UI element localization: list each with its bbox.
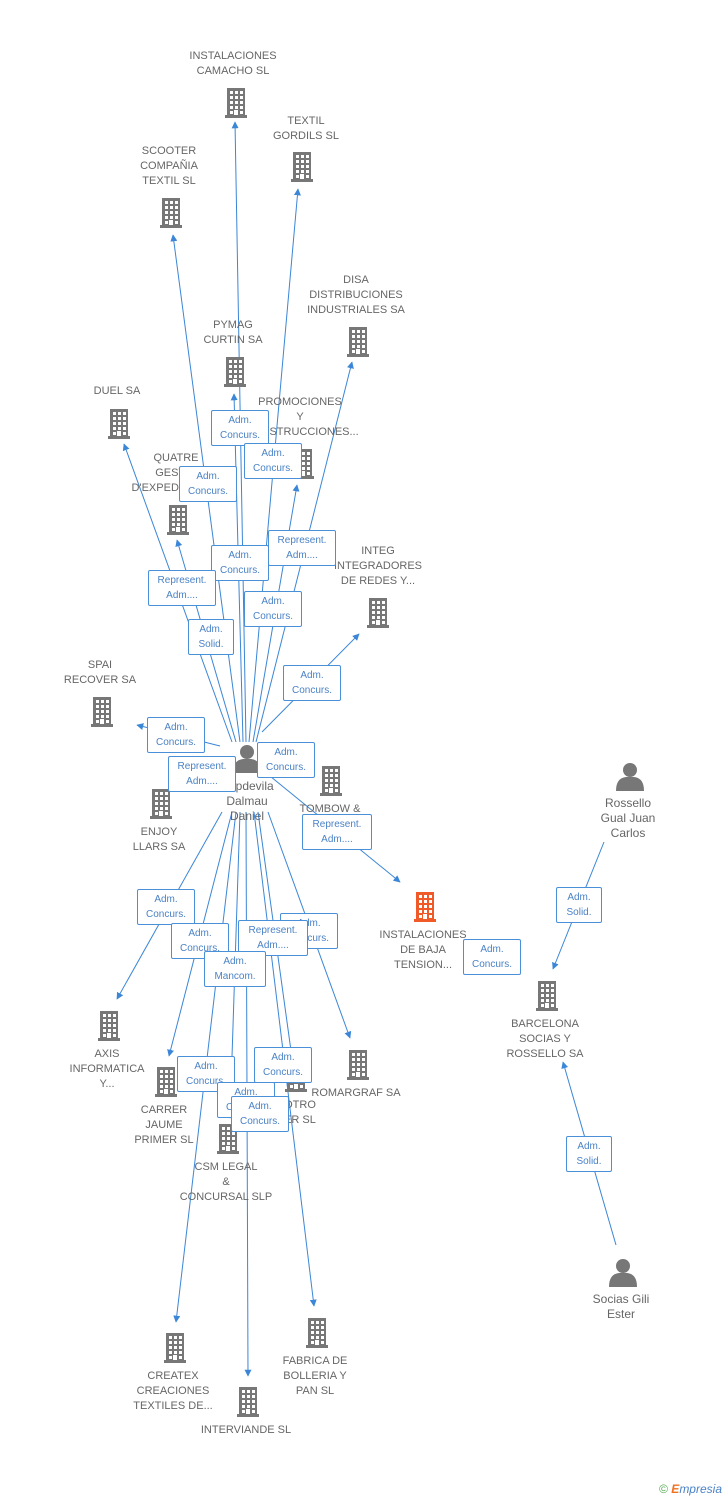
node-label-axis[interactable]: AXIS INFORMATICA Y... bbox=[69, 1048, 145, 1090]
node-label-romargraf[interactable]: ROMARGRAF SA bbox=[311, 1087, 401, 1099]
node-label-fabrica[interactable]: FABRICA DE BOLLERIA Y PAN SL bbox=[282, 1355, 348, 1397]
edge-role-label[interactable]: Adm. Concurs. bbox=[244, 443, 302, 479]
building-icon-barcelona[interactable] bbox=[536, 981, 558, 1011]
node-label-createx[interactable]: CREATEX CREACIONES TEXTILES DE... bbox=[133, 1370, 213, 1412]
building-icon-tombow[interactable] bbox=[320, 766, 342, 796]
edge-role-label[interactable]: Adm. Concurs. bbox=[283, 665, 341, 701]
edge-role-label[interactable]: Adm. Concurs. bbox=[231, 1096, 289, 1132]
copyright-symbol: © bbox=[659, 1482, 668, 1496]
person-icon-daniel[interactable] bbox=[233, 745, 261, 773]
edge-role-label[interactable]: Adm. Concurs. bbox=[244, 591, 302, 627]
empresia-brand[interactable]: © Empresia bbox=[659, 1482, 722, 1496]
edge-role-label[interactable]: Adm. Concurs. bbox=[211, 410, 269, 446]
node-label-gordils[interactable]: TEXTIL GORDILS SL bbox=[272, 115, 340, 142]
node-label-barcelona[interactable]: BARCELONA SOCIAS Y ROSSELLO SA bbox=[506, 1018, 584, 1060]
building-icon-integ[interactable] bbox=[367, 598, 389, 628]
edge-role-label[interactable]: Adm. Concurs. bbox=[211, 545, 269, 581]
building-icon-focus-focus[interactable] bbox=[414, 892, 436, 922]
building-icon-romargraf[interactable] bbox=[347, 1050, 369, 1080]
brand-name: mpresia bbox=[679, 1482, 722, 1496]
person-icon-socias[interactable] bbox=[609, 1259, 637, 1287]
edge-role-label[interactable]: Represent. Adm.... bbox=[168, 756, 236, 792]
edge-role-label[interactable]: Represent. Adm.... bbox=[238, 920, 308, 956]
node-label-focus[interactable]: INSTALACIONES DE BAJA TENSION... bbox=[379, 929, 467, 971]
node-label-carrer[interactable]: CARRER JAUME PRIMER SL bbox=[134, 1104, 194, 1146]
node-label-socias[interactable]: Socias Gili Ester bbox=[592, 1292, 650, 1321]
node-label-interviande[interactable]: INTERVIANDE SL bbox=[200, 1424, 292, 1436]
building-icon-axis[interactable] bbox=[98, 1011, 120, 1041]
building-icon-createx[interactable] bbox=[164, 1333, 186, 1363]
edge-role-label[interactable]: Adm. Solid. bbox=[556, 887, 602, 923]
building-icon-pymag[interactable] bbox=[224, 357, 246, 387]
node-label-csm[interactable]: CSM LEGAL & CONCURSAL SLP bbox=[179, 1161, 273, 1203]
building-icon-spai[interactable] bbox=[91, 697, 113, 727]
brand-e-letter: E bbox=[671, 1482, 680, 1496]
node-label-camacho[interactable]: INSTALACIONES CAMACHO SL bbox=[189, 50, 277, 77]
building-icon-carrer[interactable] bbox=[155, 1067, 177, 1097]
building-icon-fabrica[interactable] bbox=[306, 1318, 328, 1348]
node-label-duel[interactable]: DUEL SA bbox=[93, 385, 141, 397]
edge-role-label[interactable]: Adm. Concurs. bbox=[179, 466, 237, 502]
node-label-scooter[interactable]: SCOOTER COMPAÑIA TEXTIL SL bbox=[140, 145, 198, 187]
edge-role-label[interactable]: Adm. Solid. bbox=[566, 1136, 612, 1172]
building-icon-scooter[interactable] bbox=[160, 198, 182, 228]
building-icon-camacho[interactable] bbox=[225, 88, 247, 118]
node-label-disa[interactable]: DISA DISTRIBUCIONES INDUSTRIALES SA bbox=[307, 274, 405, 316]
node-label-otro[interactable]: OTRO ER SL bbox=[284, 1099, 316, 1126]
node-label-integ[interactable]: INTEG INTEGRADORES DE REDES Y... bbox=[333, 545, 422, 587]
node-label-enjoy[interactable]: ENJOY LLARS SA bbox=[132, 826, 186, 853]
edge-role-label[interactable]: Represent. Adm.... bbox=[148, 570, 216, 606]
node-label-pymag[interactable]: PYMAG CURTIN SA bbox=[203, 319, 263, 346]
edge-role-label[interactable]: Adm. Concurs. bbox=[254, 1047, 312, 1083]
edge-role-label[interactable]: Adm. Solid. bbox=[188, 619, 234, 655]
edge-role-label[interactable]: Adm. Concurs. bbox=[147, 717, 205, 753]
building-icon-duel[interactable] bbox=[108, 409, 130, 439]
edge-role-label[interactable]: Represent. Adm.... bbox=[302, 814, 372, 850]
building-icon-interviande[interactable] bbox=[237, 1387, 259, 1417]
edge-role-label[interactable]: Adm. Concurs. bbox=[257, 742, 315, 778]
edge-role-label[interactable]: Represent. Adm.... bbox=[268, 530, 336, 566]
building-icon-enjoy[interactable] bbox=[150, 789, 172, 819]
person-icon-rossello[interactable] bbox=[616, 763, 644, 791]
building-icon-disa[interactable] bbox=[347, 327, 369, 357]
node-label-spai[interactable]: SPAI RECOVER SA bbox=[63, 659, 137, 686]
building-icon-quatre[interactable] bbox=[167, 505, 189, 535]
edge-role-label[interactable]: Adm. Concurs. bbox=[463, 939, 521, 975]
building-icon-gordils[interactable] bbox=[291, 152, 313, 182]
edge-role-label[interactable]: Adm. Concurs. bbox=[137, 889, 195, 925]
edge-role-label[interactable]: Adm. Mancom. bbox=[204, 951, 266, 987]
node-label-rossello[interactable]: Rossello Gual Juan Carlos bbox=[600, 796, 656, 840]
node-label-promo[interactable]: PROMOCIONES Y CONSTRUCCIONES... bbox=[245, 396, 359, 438]
